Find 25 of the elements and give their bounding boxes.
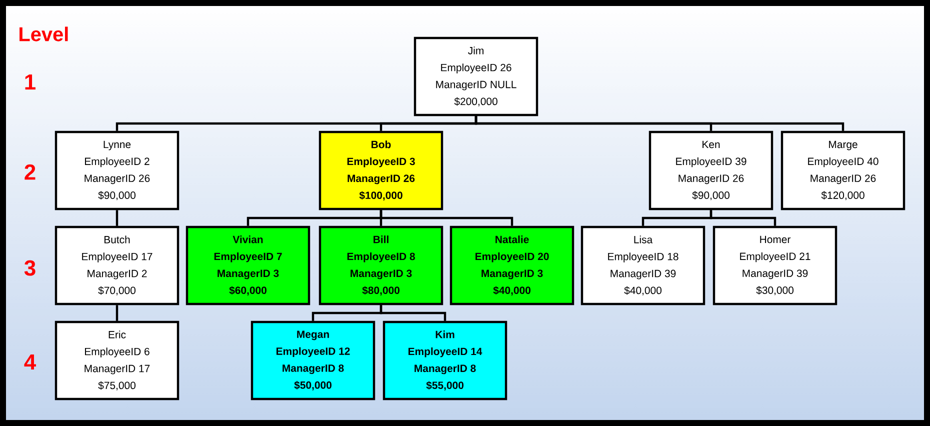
level-label: 3: [24, 260, 36, 276]
employee-box: Butch EmployeeID 17 ManagerID 2 $70,000: [54, 226, 180, 306]
employee-box: Lynne EmployeeID 2 ManagerID 26 $90,000: [54, 130, 180, 210]
connector-line: [710, 210, 776, 226]
level-label: 1: [25, 74, 36, 90]
connector-line: [380, 210, 514, 226]
employee-box: Marge EmployeeID 40 ManagerID 26 $120,000: [780, 130, 906, 210]
employee-box: Bob EmployeeID 3 ManagerID 26 $100,000: [318, 130, 444, 210]
employee-box: Megan EmployeeID 12 ManagerID 8 $50,000: [250, 320, 376, 400]
level-label: 4: [24, 354, 36, 370]
employee-box: Ken EmployeeID 39 ManagerID 26 $90,000: [648, 130, 774, 210]
connector-line: [116, 305, 118, 321]
employee-box: Lisa EmployeeID 18 ManagerID 39 $40,000: [580, 226, 706, 306]
employee-box: Natalie EmployeeID 20 ManagerID 3 $40,000: [450, 226, 574, 306]
connector-line: [116, 210, 118, 226]
connector-line: [474, 116, 844, 131]
employee-box: Jim EmployeeID 26 ManagerID NULL $200,000: [414, 36, 538, 116]
connector-line: [380, 305, 446, 321]
employee-box: Bill EmployeeID 8 ManagerID 3 $80,000: [318, 226, 444, 306]
employee-box: Kim EmployeeID 14 ManagerID 8 $55,000: [382, 320, 508, 400]
level-label: 2: [24, 164, 36, 180]
employee-box: Vivian EmployeeID 7 ManagerID 3 $60,000: [186, 226, 310, 306]
employee-box: Eric EmployeeID 6 ManagerID 17 $75,000: [54, 320, 180, 400]
level-label: Level: [20, 26, 68, 42]
employee-box: Homer EmployeeID 21 ManagerID 39 $30,000: [712, 226, 838, 306]
